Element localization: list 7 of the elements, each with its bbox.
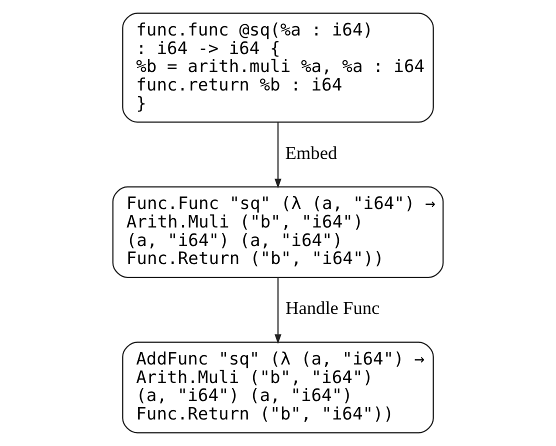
arrow xyxy=(274,278,282,344)
node-box: AddFunc "sq" (λ (a, "i64") → Arith.Muli ("b", "i64") (a, "i64") (a, "i64") Func.Return ("b", "i64")) xyxy=(122,342,434,434)
edge-label: Embed xyxy=(285,142,338,163)
edge-label: Handle Func xyxy=(285,298,380,318)
node-box: Func.Func "sq" (λ (a, "i64") → Arith.Muli ("b", "i64") (a, "i64") (a, "i64") Func.Return ("b", "i64")) xyxy=(112,186,444,278)
node-box: func.func @sq(%a : i64) : i64 -> i64 { %b = arith.muli %a, %a : i64 func.return %b : i64 } xyxy=(122,12,434,123)
arrow xyxy=(274,122,282,189)
